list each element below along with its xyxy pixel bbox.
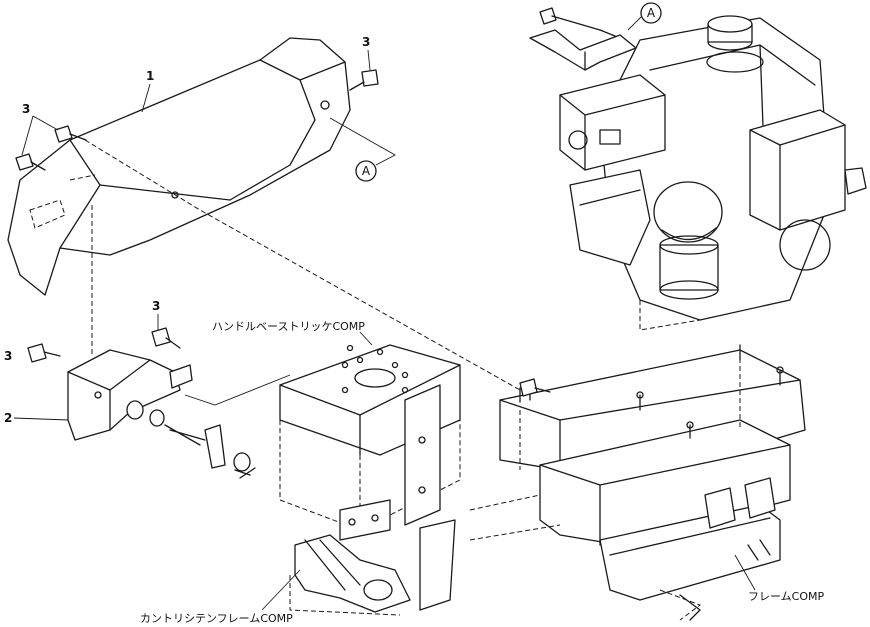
callout-3c: 3 (4, 349, 12, 363)
label-frame: フレームCOMP (748, 590, 824, 603)
assembly-line-1 (84, 139, 521, 391)
callout-3d: 3 (152, 299, 160, 313)
callout-2: 2 (4, 411, 12, 425)
bolt-top-right (349, 69, 379, 91)
assembly-line-3 (184, 374, 291, 406)
bolt-bracket-top (151, 327, 181, 349)
bracket-part-2 (67, 349, 193, 441)
bracket-a-top (529, 7, 637, 71)
callout-3a: 3 (22, 102, 30, 116)
label-tension-frame: カントリシテンフレームCOMP (140, 612, 293, 625)
washers-springs (126, 400, 256, 479)
label-handle-base: ハンドルベーストリッケCOMP (212, 320, 365, 333)
tension-bracket (339, 384, 441, 541)
bolt-bracket-left (27, 343, 61, 363)
bolt-frame (519, 378, 551, 397)
callout-3b: 3 (362, 35, 370, 49)
main-frame (469, 344, 806, 621)
bolt-group-left (15, 125, 87, 171)
ref-circle-a-mid (355, 160, 377, 182)
engine-assembly (559, 15, 867, 331)
tension-frame (289, 519, 456, 616)
bolt-holes (341, 344, 409, 394)
ref-label-a-top: A (647, 6, 656, 20)
callout-1: 1 (146, 69, 154, 83)
ref-label-a-mid: A (362, 164, 371, 178)
belt-cover (7, 37, 351, 296)
ref-circle-a-top (640, 2, 662, 24)
